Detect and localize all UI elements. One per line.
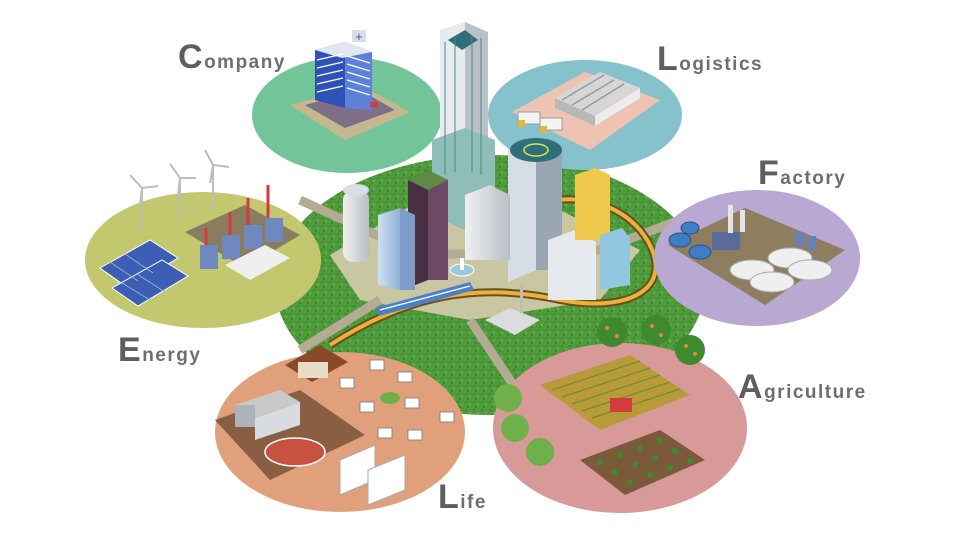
label-life-initial: L [438, 478, 461, 516]
label-company-initial: C [178, 38, 205, 76]
combine-harvester [610, 398, 632, 412]
label-factory-initial: F [758, 154, 781, 192]
label-agriculture-initial: A [738, 368, 765, 406]
apartment-blocks [339, 444, 406, 506]
rice-field [540, 355, 690, 430]
label-logistics-initial: L [657, 40, 680, 78]
factory-storage-tanks [668, 221, 712, 260]
train-station [285, 345, 348, 382]
label-company-rest: ompany [204, 52, 286, 73]
delivery-truck [539, 117, 563, 133]
company-office-building: + [315, 30, 372, 110]
svg-text:+: + [355, 32, 363, 43]
road [466, 317, 524, 398]
solar-panels [99, 239, 189, 307]
fountain [449, 258, 475, 277]
running-track [264, 437, 326, 467]
round-tower [343, 184, 369, 262]
label-agriculture-rest: griculture [764, 382, 867, 403]
vegetable-field [580, 430, 705, 495]
train [375, 282, 474, 316]
label-energy-initial: E [118, 331, 143, 369]
power-plant [200, 185, 290, 280]
white-office-block [465, 185, 510, 260]
wind-turbine [204, 149, 230, 210]
label-factory-rest: actory [780, 168, 847, 189]
factory-building [712, 205, 745, 250]
label-company: Company [178, 40, 286, 74]
road [297, 296, 383, 354]
label-life: Life [438, 480, 487, 514]
factory-greenhouses [729, 247, 833, 293]
label-energy-rest: nergy [142, 345, 202, 366]
wind-turbine [129, 174, 159, 228]
fruit-trees [494, 315, 705, 466]
wind-turbine [169, 163, 196, 218]
office-block-right [548, 168, 630, 300]
logistics-warehouse [555, 72, 640, 126]
label-energy: Energy [118, 333, 201, 367]
label-factory: Factory [758, 156, 846, 190]
label-logistics: Logistics [657, 42, 763, 76]
residential-houses [339, 359, 455, 441]
central-skyscraper [432, 22, 495, 230]
glass-tower [378, 208, 415, 290]
helipad-tower [508, 138, 562, 282]
label-agriculture: Agriculture [738, 370, 867, 404]
label-life-rest: ife [460, 492, 487, 513]
school-building [235, 390, 300, 440]
label-logistics-rest: ogistics [679, 54, 764, 75]
incinerator-plant [485, 285, 540, 335]
